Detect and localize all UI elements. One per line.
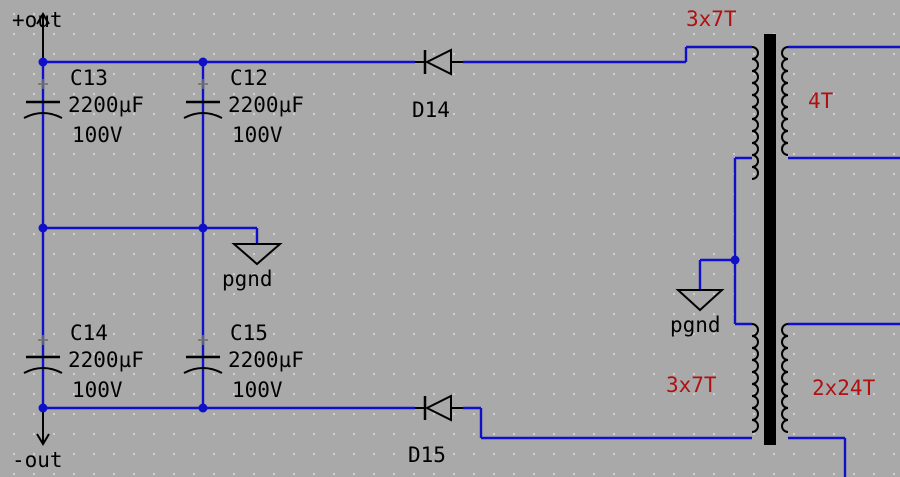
capacitor-ref: C13: [70, 66, 108, 90]
winding-secondary-top: [781, 46, 789, 156]
capacitor-c14[interactable]: C14 2200µF 100V: [23, 321, 144, 402]
capacitor-voltage: 100V: [232, 123, 283, 147]
capacitor-c13[interactable]: C13 2200µF 100V: [23, 66, 144, 147]
neg-out-label: -out: [12, 448, 63, 472]
winding-label-primary-bottom: 3x7T: [666, 373, 717, 397]
capacitor-ref: C14: [70, 321, 108, 345]
ground-label: pgnd: [222, 267, 273, 291]
wires: [41, 45, 900, 477]
diode-ref: D15: [408, 443, 446, 467]
winding-label-secondary-top: 4T: [808, 89, 834, 113]
winding-label-secondary-bottom: 2x24T: [812, 376, 876, 400]
capacitor-voltage: 100V: [72, 378, 123, 402]
capacitor-ref: C15: [230, 321, 268, 345]
capacitor-voltage: 100V: [72, 123, 123, 147]
winding-label-primary-top: 3x7T: [686, 7, 737, 31]
pos-out-arrow: [36, 12, 50, 60]
winding-secondary-bottom: [781, 323, 789, 433]
ground-symbol: pgnd: [670, 289, 725, 337]
capacitor-c12[interactable]: C12 2200µF 100V: [183, 66, 304, 147]
capacitor-ref: C12: [230, 66, 268, 90]
diode-d14[interactable]: D14: [412, 48, 463, 122]
capacitor-c15[interactable]: C15 2200µF 100V: [183, 321, 304, 402]
winding-primary-bottom: [751, 323, 759, 433]
transformer[interactable]: 3x7T 4T 3x7T 2x24T: [666, 7, 876, 445]
capacitor-value: 2200µF: [228, 93, 304, 117]
capacitor-voltage: 100V: [232, 378, 283, 402]
diode-d15[interactable]: D15: [408, 394, 463, 467]
ground-label: pgnd: [670, 313, 721, 337]
neg-out-arrow: [36, 410, 50, 446]
pos-out-label: +out: [12, 8, 63, 32]
capacitor-value: 2200µF: [228, 348, 304, 372]
junctions: [38, 57, 740, 413]
winding-primary-top: [751, 46, 759, 180]
ground-symbol: pgnd: [222, 243, 283, 291]
capacitor-value: 2200µF: [68, 348, 144, 372]
diode-ref: D14: [412, 98, 450, 122]
capacitor-value: 2200µF: [68, 93, 144, 117]
